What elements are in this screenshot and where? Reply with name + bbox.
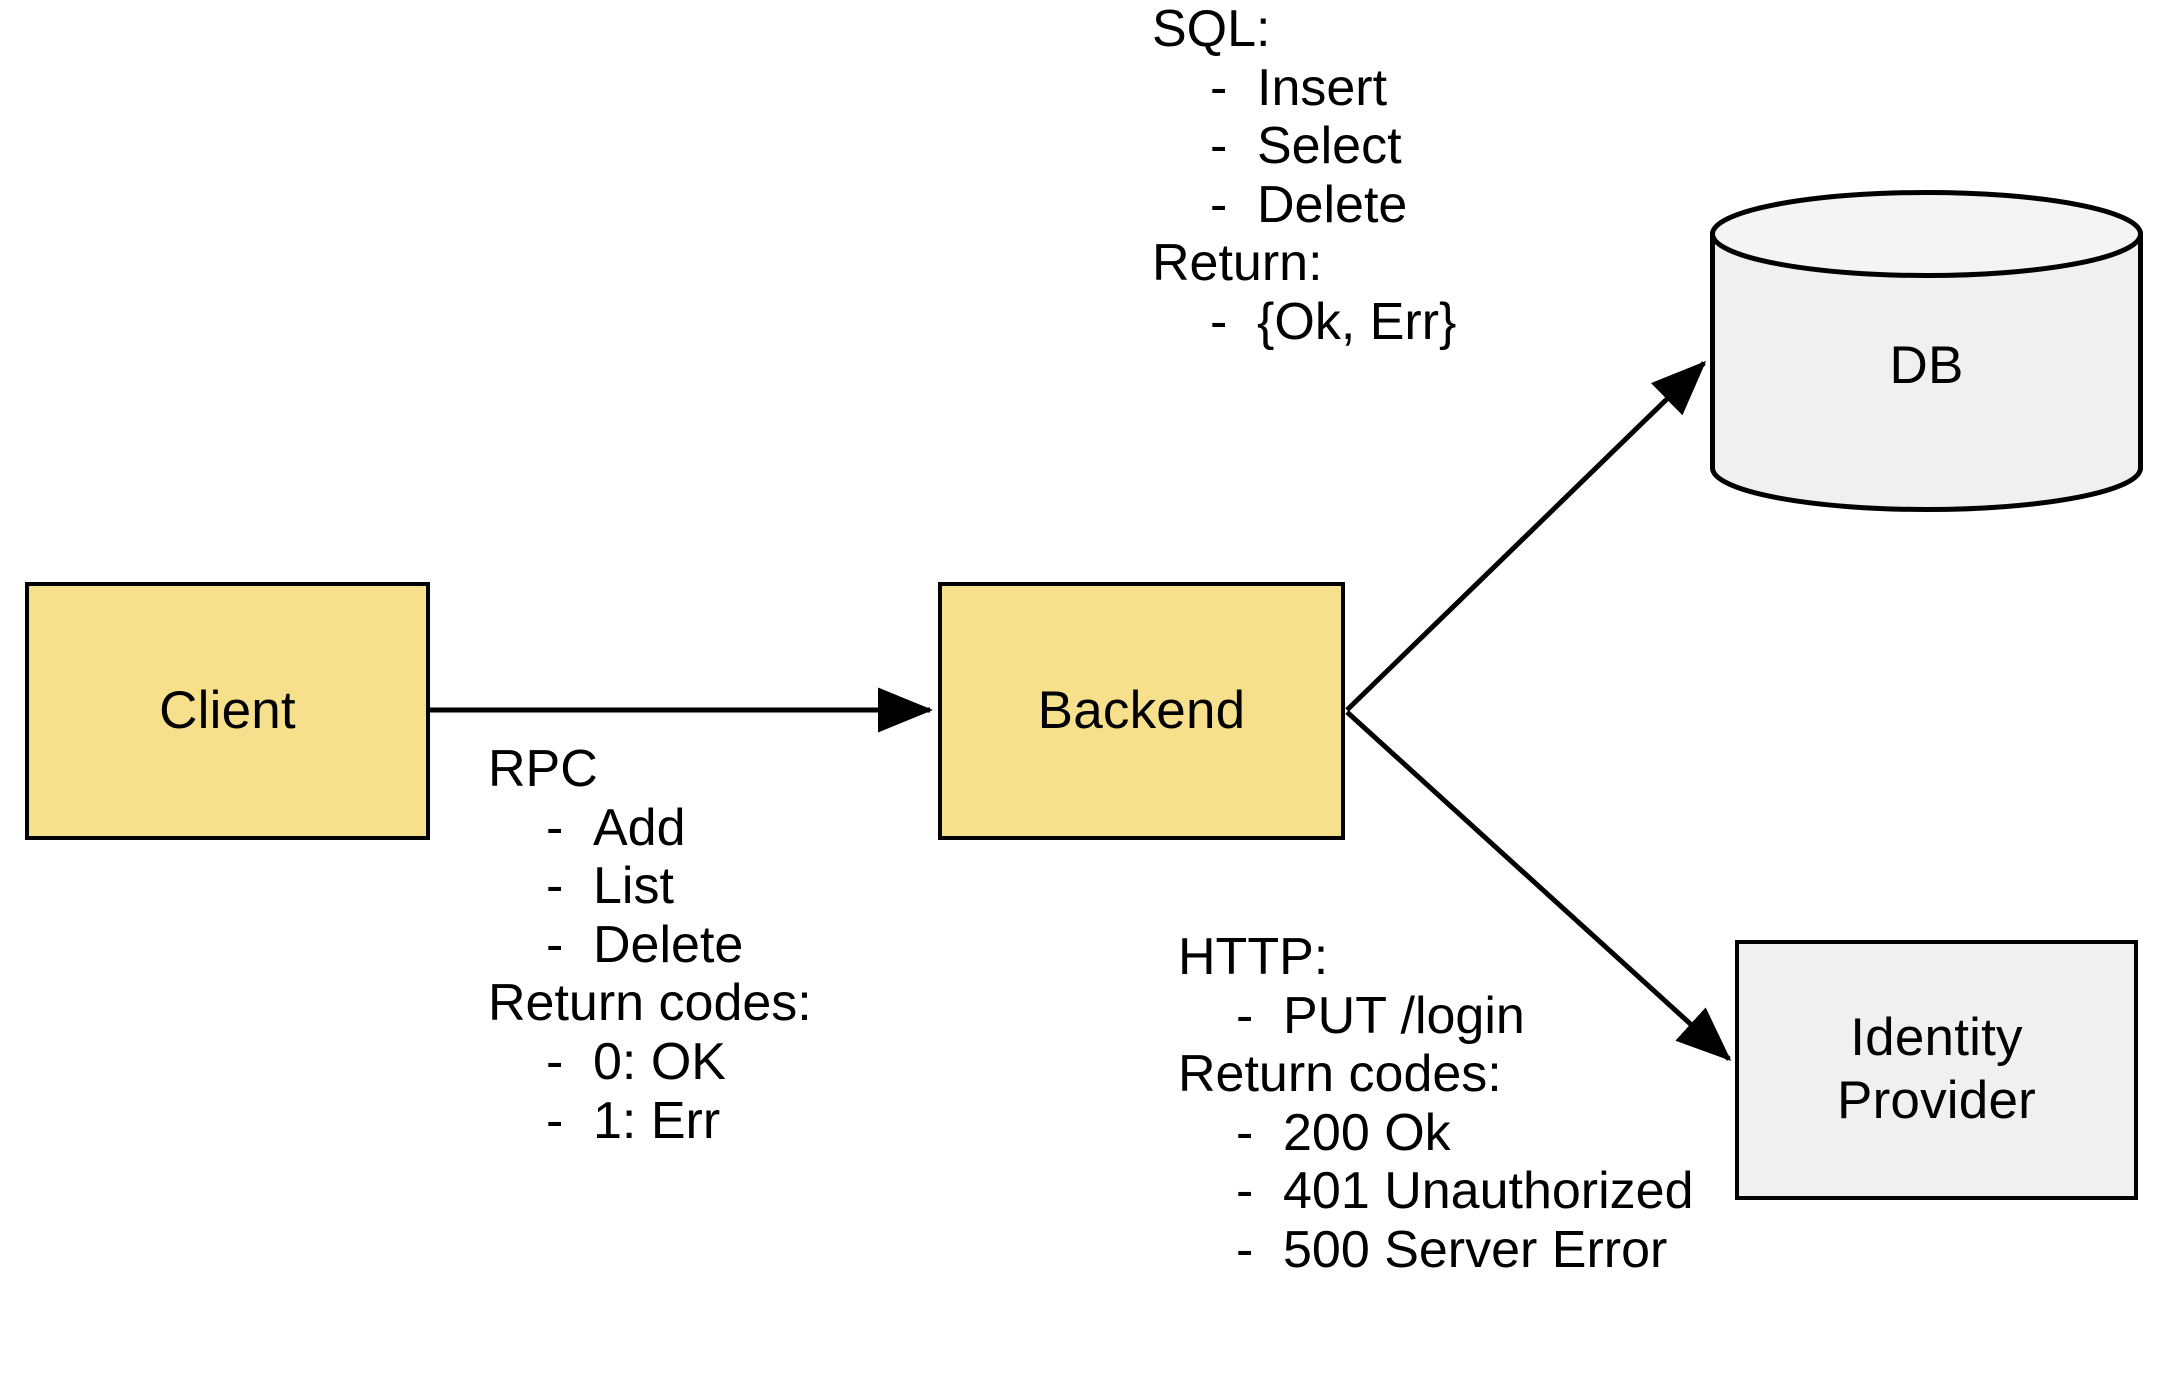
node-database[interactable]: DB [1710,190,2143,512]
list-item: - Insert [1152,58,1456,117]
bullet-dash-icon: - [546,798,564,857]
annotation-http-title: HTTP: [1178,928,1329,986]
annotation-rpc-op-2: Delete [593,915,744,974]
list-item: - 200 Ok [1178,1106,1694,1161]
cylinder-shape-icon [1710,190,2143,512]
node-backend[interactable]: Backend [938,582,1345,840]
annotation-http-return-title: Return codes: [1178,1045,1502,1104]
node-identity-provider-label: Identity Provider [1837,1007,2036,1132]
annotation-sql-op-1: Select [1257,117,1402,176]
bullet-dash-icon: - [1236,986,1254,1045]
list-item: - 1: Err [488,1091,812,1150]
list-item: - Delete [488,918,812,973]
annotation-rpc-return-title: Return codes: [488,974,812,1033]
list-item: - {Ok, Err} [1152,295,1456,350]
annotation-http-return-2: 500 Server Error [1283,1220,1668,1279]
annotation-http: HTTP: - PUT /login Return codes: - 200 O… [1178,930,1694,1282]
annotation-rpc-op-1: List [593,857,674,916]
node-client-label: Client [159,680,296,740]
node-client[interactable]: Client [25,582,430,840]
annotation-sql-op-2: Delete [1257,175,1408,234]
annotation-sql-returns: - {Ok, Err} [1152,295,1456,350]
bullet-dash-icon: - [1210,175,1228,234]
node-database-label: DB [1889,335,1964,395]
annotation-rpc-operations: - Add - List - Delete [488,798,812,973]
bullet-dash-icon: - [546,915,564,974]
annotation-rpc: RPC - Add - List - Delete Return codes: … [488,742,812,1152]
annotation-rpc-op-0: Add [593,798,686,857]
bullet-dash-icon: - [546,1091,564,1150]
list-item: - Add [488,798,812,857]
bullet-dash-icon: - [1236,1220,1254,1279]
node-identity-provider[interactable]: Identity Provider [1735,940,2138,1200]
annotation-rpc-returns: - 0: OK - 1: Err [488,1035,812,1148]
annotation-http-return-0: 200 Ok [1283,1103,1451,1162]
bullet-dash-icon: - [1236,1103,1254,1162]
annotation-rpc-title: RPC [488,740,598,798]
list-item: - PUT /login [1178,986,1694,1045]
annotation-http-op-0: PUT /login [1283,986,1525,1045]
list-item: - 500 Server Error [1178,1223,1694,1278]
bullet-dash-icon: - [1236,1162,1254,1221]
annotation-sql-title: SQL: [1152,0,1271,58]
idp-label-line-1: Identity [1850,1008,2023,1068]
node-backend-label: Backend [1037,680,1246,740]
annotation-sql-return-title: Return: [1152,234,1323,293]
list-item: - List [488,859,812,914]
annotation-http-return-1: 401 Unauthorized [1283,1162,1694,1221]
annotation-rpc-return-0: 0: OK [593,1032,726,1091]
annotation-sql-op-0: Insert [1257,58,1388,117]
bullet-dash-icon: - [1210,117,1228,176]
annotation-sql-operations: - Insert - Select - Delete [1152,58,1456,233]
annotation-http-operations: - PUT /login [1178,986,1694,1045]
list-item: - 0: OK [488,1035,812,1090]
list-item: - Delete [1152,178,1456,233]
list-item: - Select [1152,119,1456,174]
annotation-sql: SQL: - Insert - Select - Delete Return: … [1152,2,1456,354]
edge-backend-to-db [1345,360,1707,712]
annotation-sql-return-0: {Ok, Err} [1257,292,1457,351]
bullet-dash-icon: - [546,857,564,916]
annotation-http-returns: - 200 Ok - 401 Unauthorized - 500 Server… [1178,1106,1694,1278]
list-item: - 401 Unauthorized [1178,1164,1694,1219]
bullet-dash-icon: - [1210,292,1228,351]
bullet-dash-icon: - [546,1032,564,1091]
bullet-dash-icon: - [1210,58,1228,117]
annotation-rpc-return-1: 1: Err [593,1091,721,1150]
idp-label-line-2: Provider [1837,1071,2036,1130]
